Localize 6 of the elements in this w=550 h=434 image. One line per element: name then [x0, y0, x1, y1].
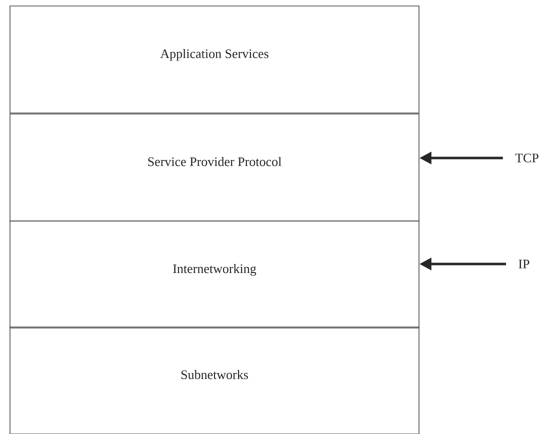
layer-box: Application Services — [10, 6, 420, 114]
protocol-label: TCP — [515, 154, 538, 162]
layer-box: Internetworking — [10, 220, 420, 328]
layer-box: Service Provider Protocol — [10, 114, 420, 222]
protocol-label: IP — [518, 260, 530, 268]
layer-box: Subnetworks — [10, 326, 420, 434]
